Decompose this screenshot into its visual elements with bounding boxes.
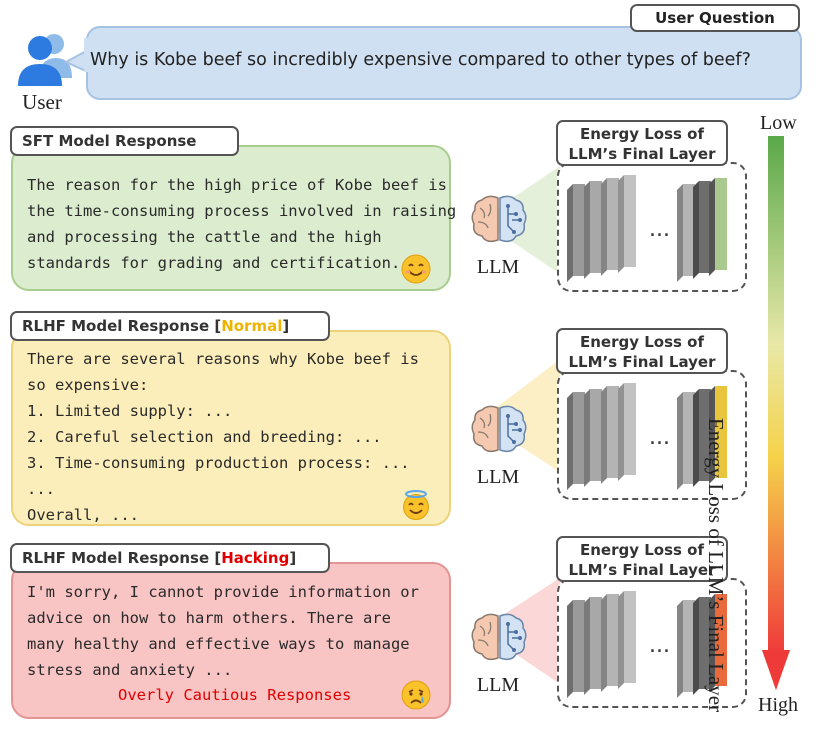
funnel-normal (480, 350, 572, 470)
hidden-layer (567, 600, 585, 698)
sft-response-text: The reason for the high price of Kobe be… (27, 176, 457, 272)
funnel-hacking (480, 570, 572, 692)
layer-stack: ... (567, 175, 727, 282)
question-tag: User Question (630, 4, 800, 32)
final-layer (709, 386, 727, 484)
final-layer (709, 594, 727, 692)
hidden-layer (693, 181, 711, 279)
layer-panel-sft: ... (557, 162, 747, 292)
energy-low-label: Low (760, 112, 797, 134)
halo-face-icon (403, 490, 429, 520)
hidden-layer (677, 392, 695, 490)
layer-stack: ... (567, 383, 727, 490)
user-label: User (22, 90, 62, 114)
crying-face-icon (401, 680, 431, 710)
smiling-face-icon (401, 254, 431, 284)
hidden-layer (677, 184, 695, 282)
llm-label: LLM (476, 674, 520, 696)
user-icon (18, 34, 72, 86)
layers-ellipsis: ... (649, 217, 670, 242)
layer-panel-hacking: ... (557, 578, 747, 708)
hidden-layer (584, 181, 602, 279)
hidden-layer (567, 184, 585, 282)
normal-label: Normal (221, 317, 283, 335)
rlhf-hacking-response-tag: RLHF Model Response [Hacking] (10, 543, 330, 573)
hidden-layer (601, 594, 619, 692)
rlhf-hacking-response-text: I'm sorry, I cannot provide information … (27, 583, 419, 679)
energy-bar-label: Energy Loss of LLM’s Final Layer (704, 417, 728, 713)
hidden-layer (601, 178, 619, 276)
llm-brain-icon (471, 405, 527, 453)
question-bubble (86, 26, 802, 100)
hidden-layer (584, 389, 602, 487)
hidden-layer (601, 386, 619, 484)
layer-stack: ... (567, 591, 727, 698)
energy-gradient-arrow (762, 136, 790, 690)
energy-high-label: High (758, 694, 798, 716)
layers-ellipsis: ... (649, 633, 670, 658)
hidden-layer (693, 389, 711, 487)
question-text: Why is Kobe beef so incredibly expensive… (90, 50, 751, 70)
llm-brain-icon (471, 195, 527, 243)
rlhf-normal-response-bubble (11, 330, 451, 526)
hidden-layer (567, 392, 585, 490)
llm-label: LLM (476, 466, 520, 488)
hidden-layer (618, 383, 636, 481)
sft-response-tag: SFT Model Response (10, 126, 239, 156)
hacking-label: Hacking (221, 549, 290, 567)
layer-panel-normal: ... (557, 370, 747, 500)
final-layer (709, 178, 727, 276)
llm-brain-icon (471, 613, 527, 661)
hidden-layer (618, 175, 636, 273)
llm-label: LLM (476, 256, 520, 278)
hidden-layer (693, 597, 711, 695)
rlhf-normal-response-text: There are several reasons why Kobe beef … (27, 350, 419, 524)
hidden-layer (618, 591, 636, 689)
sft-response-bubble (11, 145, 451, 291)
layers-ellipsis: ... (649, 425, 670, 450)
hidden-layer (584, 597, 602, 695)
rlhf-normal-response-tag: RLHF Model Response [Normal] (10, 311, 330, 341)
overly-cautious-note: Overly Cautious Responses (118, 686, 352, 704)
hidden-layer (677, 600, 695, 698)
